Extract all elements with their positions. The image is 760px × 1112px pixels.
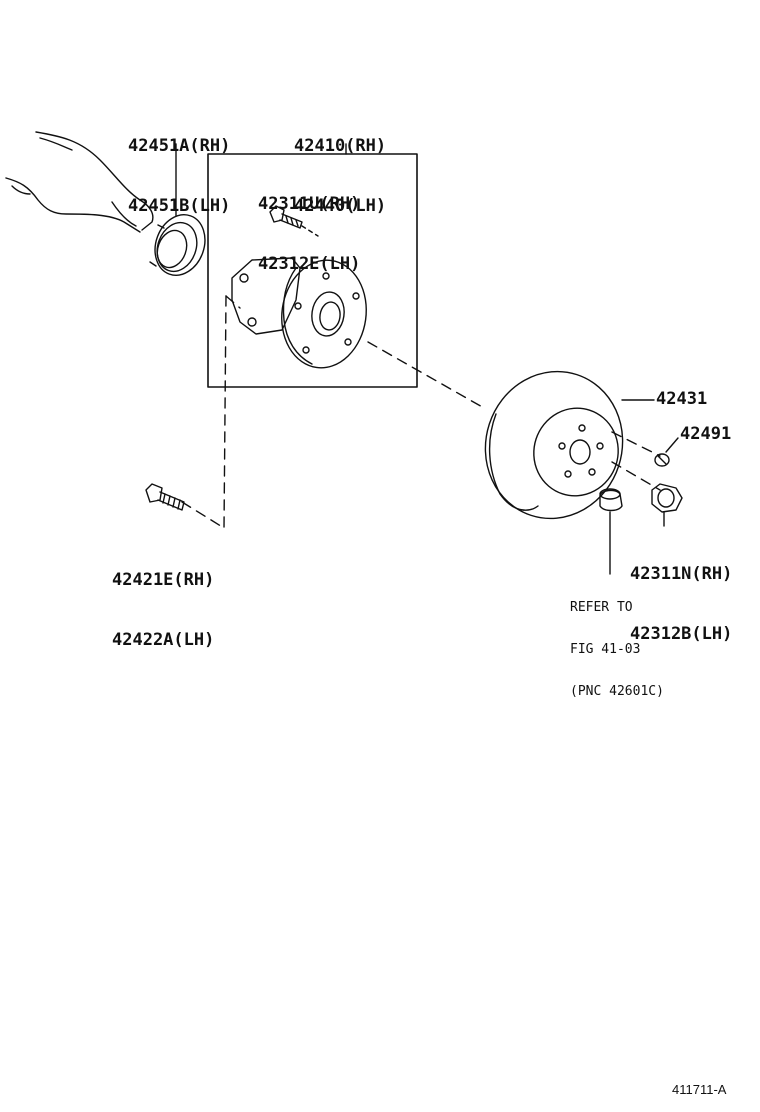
assembly-lines [181, 295, 661, 529]
mount-bolt-label-lh: 42422A(LH) [112, 630, 215, 650]
hub-assy-label: 42410(RH) 42440(LH) [294, 96, 386, 236]
hub-assy-frame [207, 153, 418, 388]
refer-part-drawing [599, 488, 623, 512]
refer-note-line3: (PNC 42601C) [570, 684, 664, 699]
hub-bolt-label-rh: 42311U(RH) [258, 194, 361, 214]
hub-bolt-label-lh: 42312E(LH) [258, 254, 361, 274]
axle-shaft-outline [5, 131, 154, 233]
mount-bolt-label: 42421E(RH) 42422A(LH) [112, 530, 214, 670]
figure-code: 411711-A [672, 1082, 727, 1097]
hub-assy-label-lh: 42440(LH) [294, 196, 387, 216]
refer-note-line1: REFER TO [570, 600, 633, 615]
hub-bolt-label: 42311U(RH) 42312E(LH) [258, 154, 360, 294]
oil-seal-label-lh: 42451B(LH) [128, 196, 231, 216]
hub-bearing-unit-drawing [231, 257, 367, 369]
disc-screw-drawing [654, 453, 670, 467]
oil-seal-drawing [149, 214, 206, 276]
hub-nut-label-lh: 42312B(LH) [630, 624, 733, 644]
disc-screw-leader [665, 437, 679, 453]
hub-nut-label: 42311N(RH) 42312B(LH) [630, 524, 732, 664]
mounting-bolt-drawing [145, 483, 185, 511]
hub-bolt-drawing [269, 205, 319, 237]
hub-assy-label-rh: 42410(RH) [294, 136, 387, 156]
brake-disc-drawing [484, 370, 624, 520]
disc-label: 42431 [656, 389, 708, 409]
oil-seal-label: 42451A(RH) 42451B(LH) [128, 96, 230, 236]
hub-nut-label-rh: 42311N(RH) [630, 564, 733, 584]
disc-screw-label: 42491 [680, 424, 732, 444]
mount-bolt-label-rh: 42421E(RH) [112, 570, 215, 590]
refer-note: REFER TO FIG 41-03 (PNC 42601C) [570, 573, 664, 713]
refer-note-line2: FIG 41-03 [570, 642, 641, 657]
hub-nut-drawing [651, 483, 683, 513]
oil-seal-label-rh: 42451A(RH) [128, 136, 231, 156]
